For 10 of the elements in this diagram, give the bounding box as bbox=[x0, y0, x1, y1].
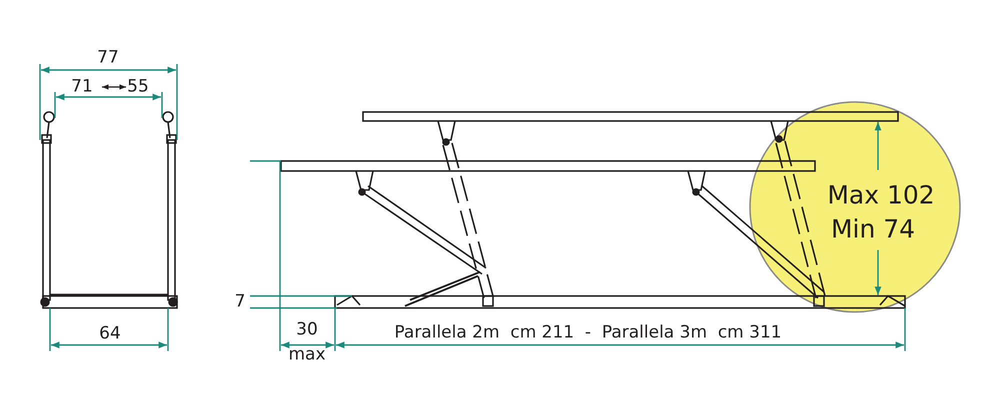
dimension-label: max bbox=[288, 346, 326, 364]
dimension-label: Max 102 bbox=[827, 182, 935, 208]
dimension-label: 64 bbox=[99, 326, 121, 342]
dimension-label: 77 bbox=[97, 50, 119, 66]
dimension-label: 30 bbox=[296, 322, 318, 338]
dimension-label: 7 bbox=[234, 294, 246, 310]
dimension-label: Parallela 2m cm 211 - Parallela 3m cm 311 bbox=[394, 324, 782, 342]
dimension-label: 71 bbox=[71, 78, 93, 96]
dimension-label: Min 74 bbox=[830, 216, 916, 242]
dimension-label: 55 bbox=[127, 78, 149, 96]
